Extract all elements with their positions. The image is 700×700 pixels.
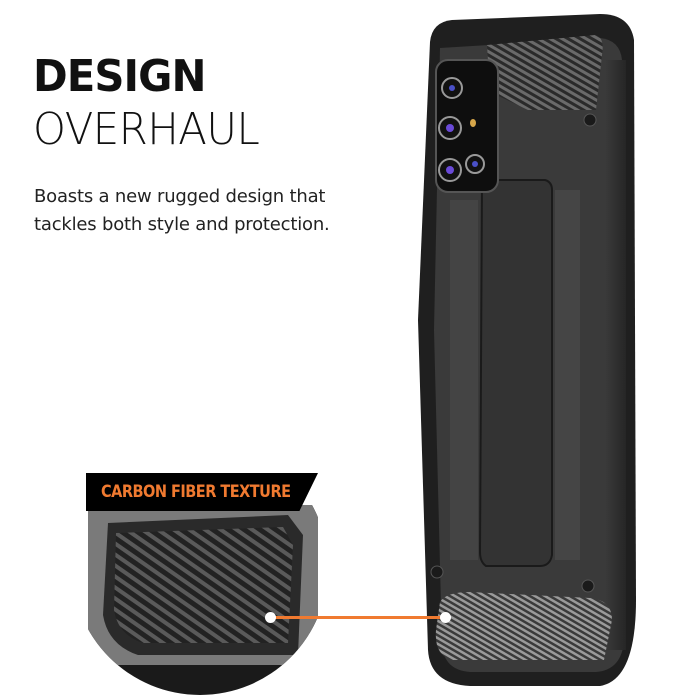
callout-dot-zoom (265, 612, 276, 623)
callout-dot-phone (440, 612, 451, 623)
headline-title-light: OVERHAUL (33, 104, 260, 155)
carbon-fiber-zoom-detail (88, 505, 318, 695)
tagline-line-1: Boasts a new rugged design that (34, 186, 326, 207)
callout-pointer-line (272, 616, 446, 619)
tagline-line-2: tackles both style and protection. (34, 214, 330, 235)
headline-title-bold: DESIGN (33, 51, 206, 102)
carbon-fiber-label-badge: CARBON FIBER TEXTURE (86, 473, 318, 511)
carbon-fiber-label: CARBON FIBER TEXTURE (101, 482, 291, 501)
tagline-text: Boasts a new rugged design that tackles … (34, 183, 374, 239)
